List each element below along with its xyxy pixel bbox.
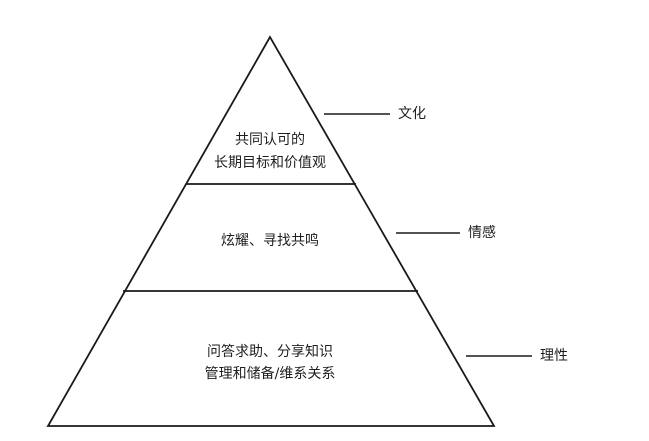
tier-top-line-2: 长期目标和价值观 xyxy=(214,155,326,171)
category-emotion: 情感 xyxy=(396,224,496,241)
tier-middle: 炫耀、寻找共鸣 xyxy=(221,232,319,249)
tier-bottom-line-2: 管理和储备/维系关系 xyxy=(205,365,336,382)
category-rational: 理性 xyxy=(466,348,568,364)
pyramid-outline xyxy=(46,35,496,427)
category-label-rational: 理性 xyxy=(540,348,568,364)
tier-top: 共同认可的 长期目标和价值观 xyxy=(214,132,326,171)
tier-bottom: 问答求助、分享知识 管理和储备/维系关系 xyxy=(205,343,336,382)
category-label-emotion: 情感 xyxy=(468,224,496,241)
category-culture: 文化 xyxy=(324,106,426,122)
tier-bottom-line-1: 问答求助、分享知识 xyxy=(207,343,333,360)
tier-middle-line-1: 炫耀、寻找共鸣 xyxy=(221,232,319,249)
tier-top-line-1: 共同认可的 xyxy=(235,132,305,148)
category-label-culture: 文化 xyxy=(398,106,426,122)
